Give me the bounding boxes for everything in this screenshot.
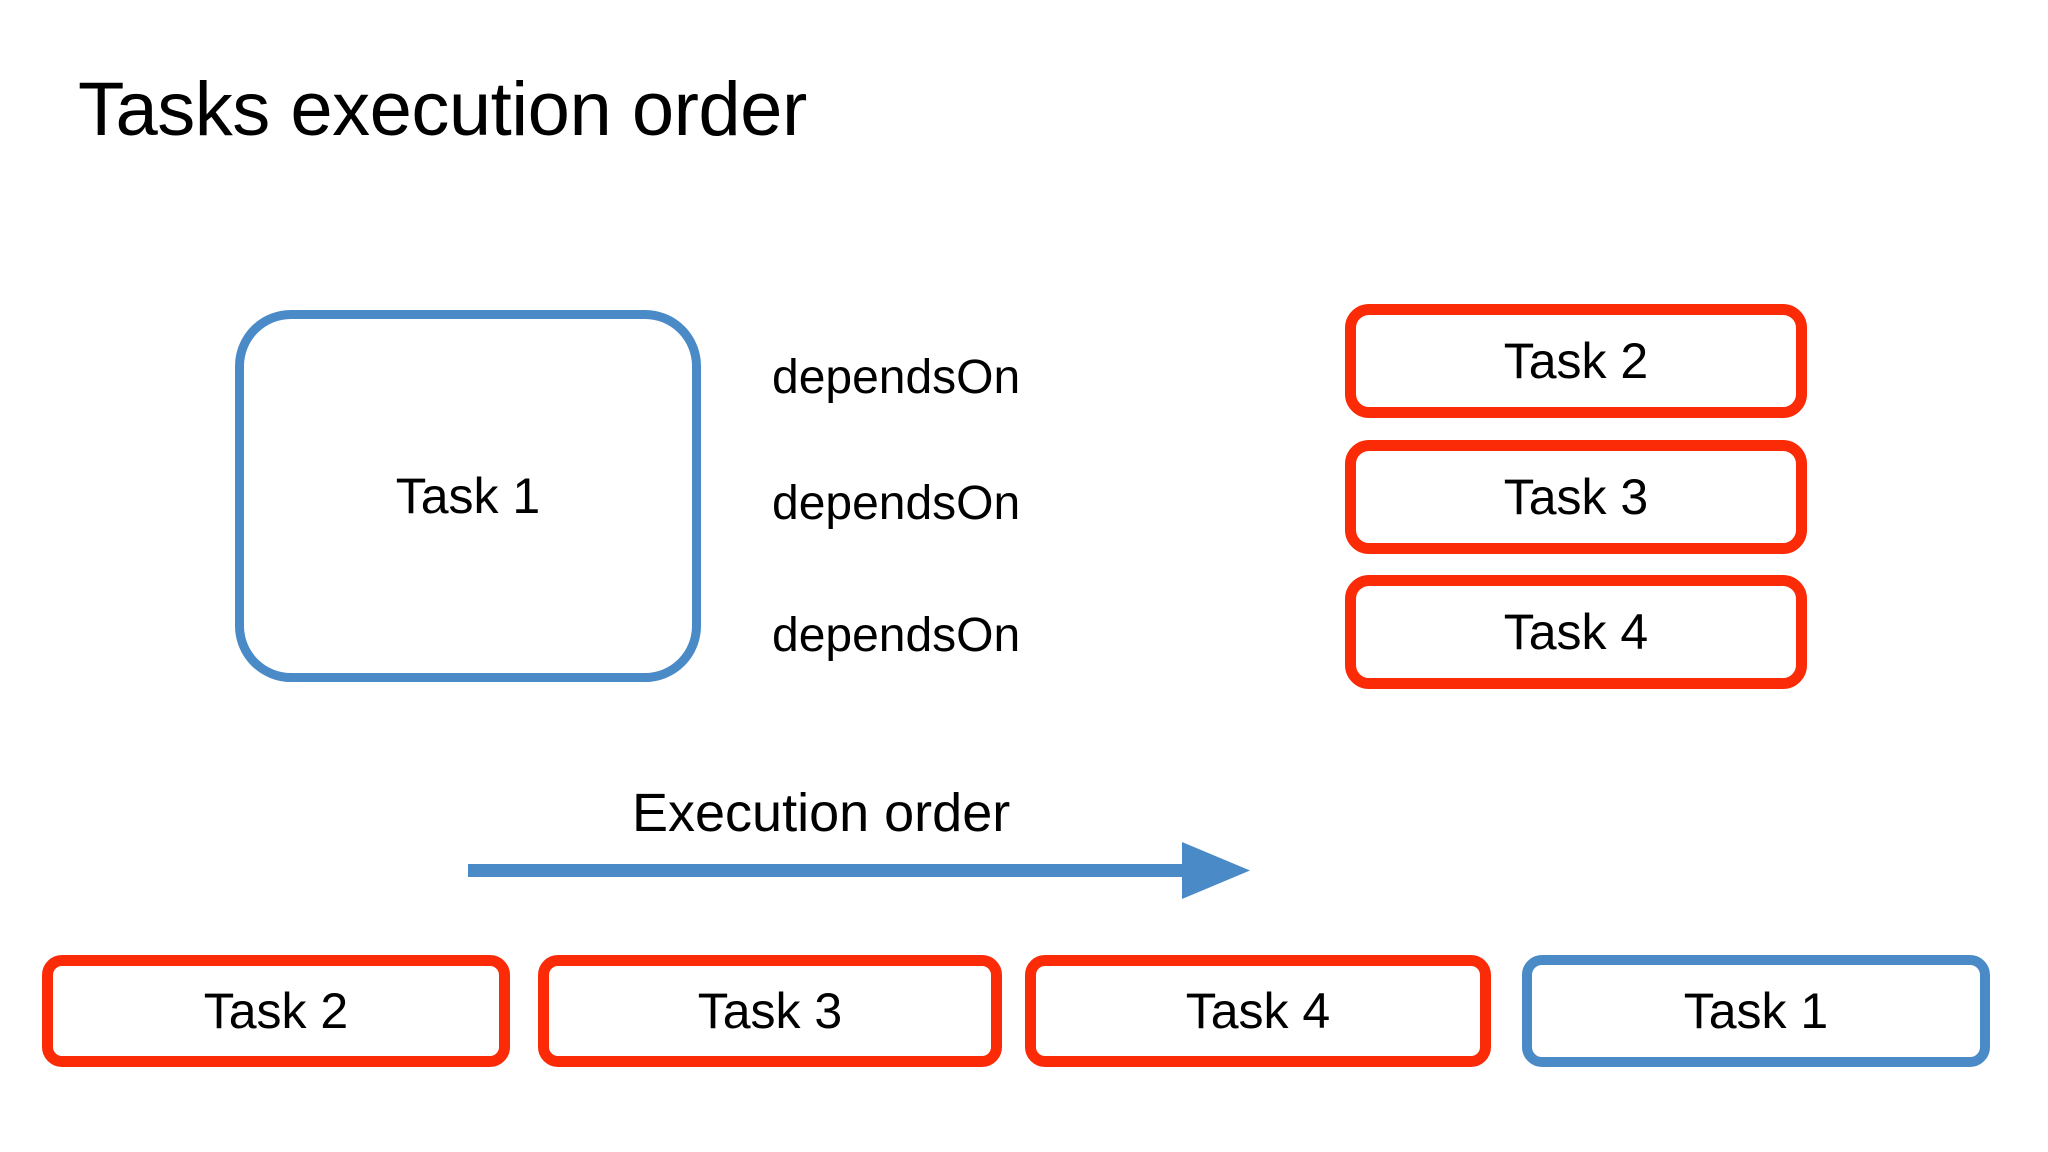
relation-label-dependson-3: dependsOn: [772, 609, 1021, 662]
sequence-box-1-task2[interactable]: Task 2: [42, 955, 510, 1067]
task-box-label: Task 2: [203, 983, 349, 1039]
relation-label-dependson-2: dependsOn: [772, 477, 1021, 530]
execution-order-arrow-icon: [468, 842, 1250, 899]
task-box-dependency-task3[interactable]: Task 3: [1345, 440, 1807, 554]
sequence-box-3-task4[interactable]: Task 4: [1025, 955, 1491, 1067]
page-title: Tasks execution order: [78, 67, 807, 152]
task-box-label: Task 1: [1683, 983, 1829, 1039]
sequence-box-2-task3[interactable]: Task 3: [538, 955, 1002, 1067]
task-box-label: Task 2: [1503, 333, 1649, 389]
task-box-label: Task 4: [1185, 983, 1331, 1039]
task-box-label: Task 3: [1503, 469, 1649, 525]
sequence-box-4-task1[interactable]: Task 1: [1522, 955, 1990, 1067]
task-box-label: Task 3: [697, 983, 843, 1039]
task-box-dependency-task2[interactable]: Task 2: [1345, 304, 1807, 418]
task-box-label: Task 4: [1503, 604, 1649, 660]
task-box-dependency-task4[interactable]: Task 4: [1345, 575, 1807, 689]
execution-order-label: Execution order: [632, 783, 1011, 843]
relation-label-dependson-1: dependsOn: [772, 351, 1021, 404]
task-box-source-task1[interactable]: Task 1: [235, 310, 701, 682]
task-box-label: Task 1: [395, 468, 541, 524]
